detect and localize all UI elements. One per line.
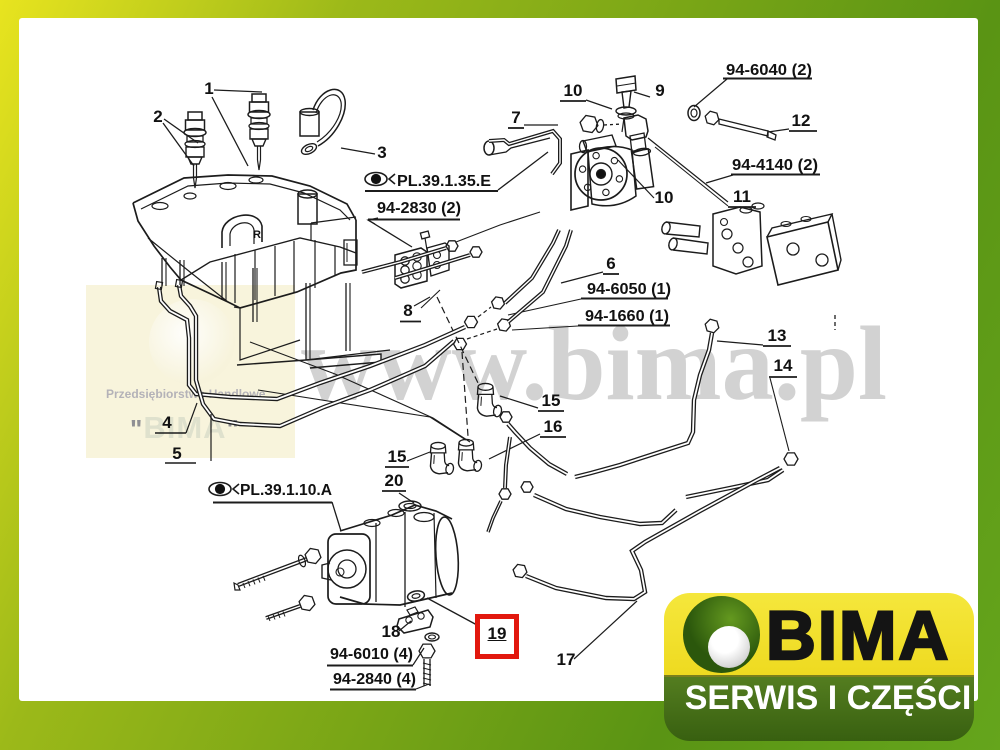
- svg-text:94-1660 (1): 94-1660 (1): [585, 308, 669, 325]
- svg-text:3: 3: [377, 143, 386, 162]
- svg-text:10: 10: [655, 188, 674, 207]
- svg-text:17: 17: [557, 650, 576, 669]
- svg-text:2: 2: [153, 107, 162, 126]
- svg-text:94-4140 (2): 94-4140 (2): [732, 157, 818, 174]
- svg-text:16: 16: [544, 417, 563, 436]
- svg-text:94-6040 (2): 94-6040 (2): [726, 62, 812, 79]
- svg-text:10: 10: [564, 81, 583, 100]
- svg-text:14: 14: [774, 356, 793, 375]
- svg-text:6: 6: [606, 254, 615, 273]
- svg-text:5: 5: [172, 444, 181, 463]
- svg-text:15: 15: [542, 391, 561, 410]
- svg-text:18: 18: [382, 622, 401, 641]
- svg-text:11: 11: [733, 187, 751, 206]
- svg-text:PL.39.1.35.E: PL.39.1.35.E: [397, 173, 491, 190]
- svg-text:7: 7: [511, 108, 520, 127]
- svg-text:94-2830 (2): 94-2830 (2): [377, 200, 461, 217]
- svg-text:1: 1: [204, 79, 213, 98]
- svg-text:8: 8: [403, 301, 412, 320]
- svg-text:20: 20: [385, 471, 404, 490]
- svg-text:PL.39.1.10.A: PL.39.1.10.A: [240, 482, 332, 499]
- svg-text:94-2840 (4): 94-2840 (4): [333, 671, 416, 688]
- svg-text:12: 12: [792, 111, 811, 130]
- svg-text:94-6050 (1): 94-6050 (1): [587, 281, 671, 298]
- svg-text:15: 15: [388, 447, 407, 466]
- svg-text:R: R: [253, 229, 261, 241]
- svg-text:94-6010 (4): 94-6010 (4): [330, 646, 413, 663]
- svg-text:9: 9: [655, 81, 664, 100]
- svg-text:4: 4: [162, 413, 172, 432]
- svg-text:13: 13: [768, 326, 787, 345]
